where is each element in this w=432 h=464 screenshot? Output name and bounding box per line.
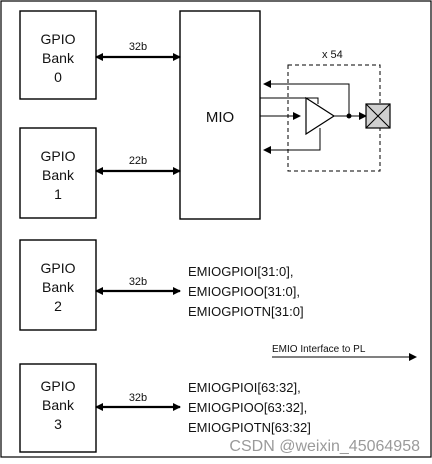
bank-3-line3: 3	[54, 416, 62, 432]
bank-0-line2: Bank	[42, 50, 75, 66]
bank-1-line1: GPIO	[40, 148, 75, 164]
gpio-bank-0: GPIO Bank 0	[19, 10, 97, 100]
emio-signals-bank-3: EMIOGPIOI[63:32], EMIOGPIOO[63:32], EMIO…	[188, 380, 311, 435]
gpio-bank-2: GPIO Bank 2	[19, 239, 97, 331]
bus-width-bank-2: 32b	[129, 276, 147, 288]
input-feedback-line	[263, 80, 350, 116]
emio-interface-label: EMIO Interface to PL	[272, 344, 366, 355]
gpio-bank-3: GPIO Bank 3	[19, 363, 97, 453]
tristate-line	[260, 97, 319, 104]
bank-3-line2: Bank	[42, 397, 75, 413]
bus-width-bank-0: 32b	[129, 41, 147, 53]
io-pad-icon	[365, 103, 391, 129]
bank-2-signal-tn: EMIOGPIOTN[31:0]	[188, 304, 304, 319]
lower-return-line	[263, 128, 321, 154]
bank-0-line3: 0	[54, 69, 62, 85]
bank-0-line1: GPIO	[40, 31, 75, 47]
bank-2-line3: 2	[54, 298, 62, 314]
bank-3-signal-o: EMIOGPIOO[63:32],	[188, 400, 307, 415]
bank-3-line1: GPIO	[40, 378, 75, 394]
watermark: CSDN @weixin_45064958	[229, 438, 420, 455]
emio-interface: EMIO Interface to PL	[272, 344, 417, 361]
pin-multiplier: x 54	[322, 49, 343, 61]
bus-bank-2: 32b	[95, 276, 181, 295]
bank-3-signal-i: EMIOGPIOI[63:32],	[188, 380, 301, 395]
mio-label: MIO	[206, 109, 234, 126]
bus-width-bank-1: 22b	[129, 155, 147, 167]
emio-signals-bank-2: EMIOGPIOI[31:0], EMIOGPIOO[31:0], EMIOGP…	[188, 264, 304, 319]
bank-2-signal-o: EMIOGPIOO[31:0],	[188, 284, 300, 299]
bus-width-bank-3: 32b	[129, 392, 147, 404]
bank-1-line3: 1	[54, 186, 62, 202]
mio-block: MIO	[179, 10, 261, 220]
bank-2-signal-i: EMIOGPIOI[31:0],	[188, 264, 293, 279]
bank-1-line2: Bank	[42, 167, 75, 183]
bank-2-line2: Bank	[42, 279, 75, 295]
bank-3-signal-tn: EMIOGPIOTN[63:32]	[188, 420, 311, 435]
bus-bank-3: 32b	[95, 392, 181, 411]
output-buffer-icon	[305, 96, 336, 136]
bus-bank-1: 22b	[95, 155, 181, 175]
bus-bank-0: 32b	[95, 41, 181, 61]
bank-2-line1: GPIO	[40, 260, 75, 276]
pin-group-x54: x 54	[260, 49, 391, 172]
gpio-bank-1: GPIO Bank 1	[19, 127, 97, 219]
